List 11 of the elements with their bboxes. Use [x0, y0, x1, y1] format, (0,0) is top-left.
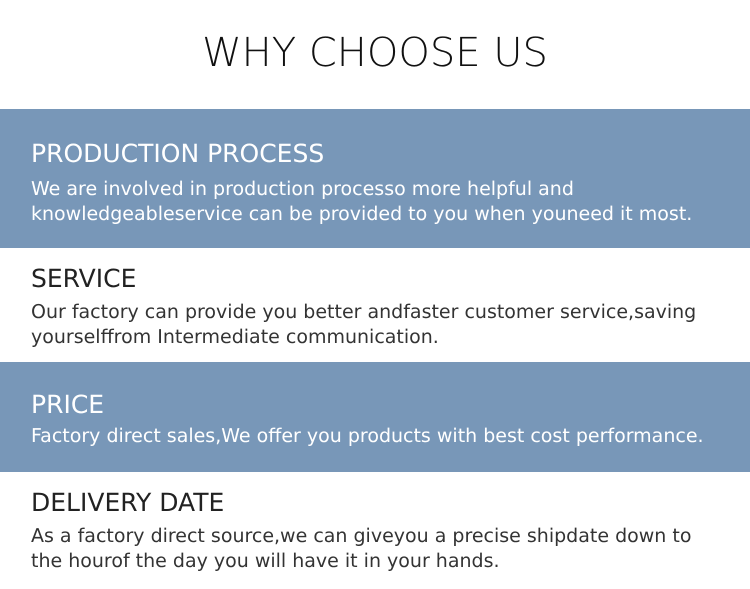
section-heading: SERVICE: [31, 264, 136, 293]
section-heading: PRODUCTION PROCESS: [31, 139, 324, 168]
section-description: Our factory can provide you better andfaster customer service,saving yourselffrom Intermediate communication.: [31, 300, 698, 350]
page-title: WHY CHOOSE US: [201, 30, 549, 76]
section-band: [0, 109, 750, 248]
section-band: [0, 362, 750, 472]
section-description: As a factory direct source,we can giveyou a precise shipdate down to the hourof the day you will have it in your hands.: [31, 524, 692, 574]
section-description: We are involved in production processo more helpful and knowledgeableservice can be provided to you when youneed it most.: [31, 177, 694, 227]
section-heading: PRICE: [31, 390, 104, 419]
section-description: Factory direct sales,We offer you products with best cost performance.: [31, 424, 705, 449]
section-heading: DELIVERY DATE: [31, 488, 224, 517]
